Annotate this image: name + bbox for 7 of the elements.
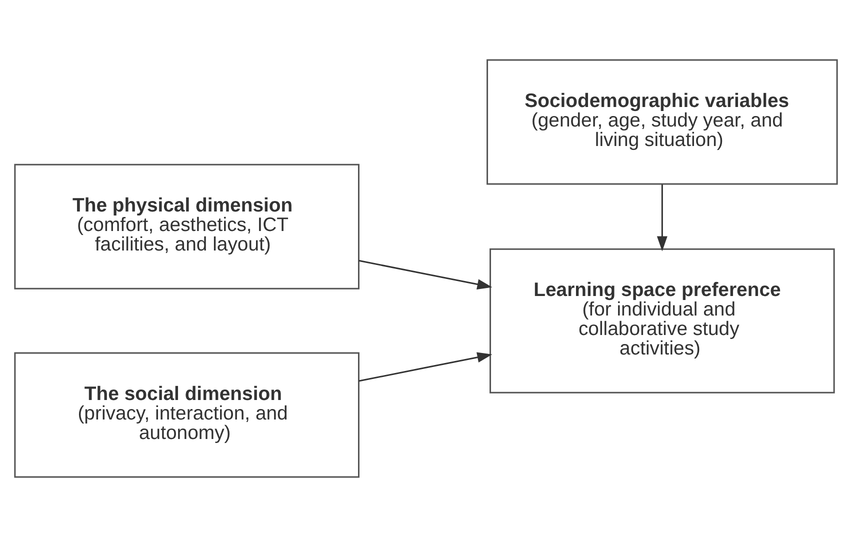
arrow — [358, 352, 492, 382]
node-box: The physical dimension (comfort, aesthetics, ICT facilities, and layout) — [14, 163, 360, 289]
node-box: Sociodemographic variables (gender, age, study year, and living situation) — [486, 58, 838, 184]
node-box: The social dimension (privacy, interaction, and autonomy) — [14, 352, 360, 478]
arrow — [656, 184, 668, 251]
arrow — [358, 259, 492, 289]
node-box: Learning space preference (for individual and collaborative study activities) — [490, 248, 835, 393]
